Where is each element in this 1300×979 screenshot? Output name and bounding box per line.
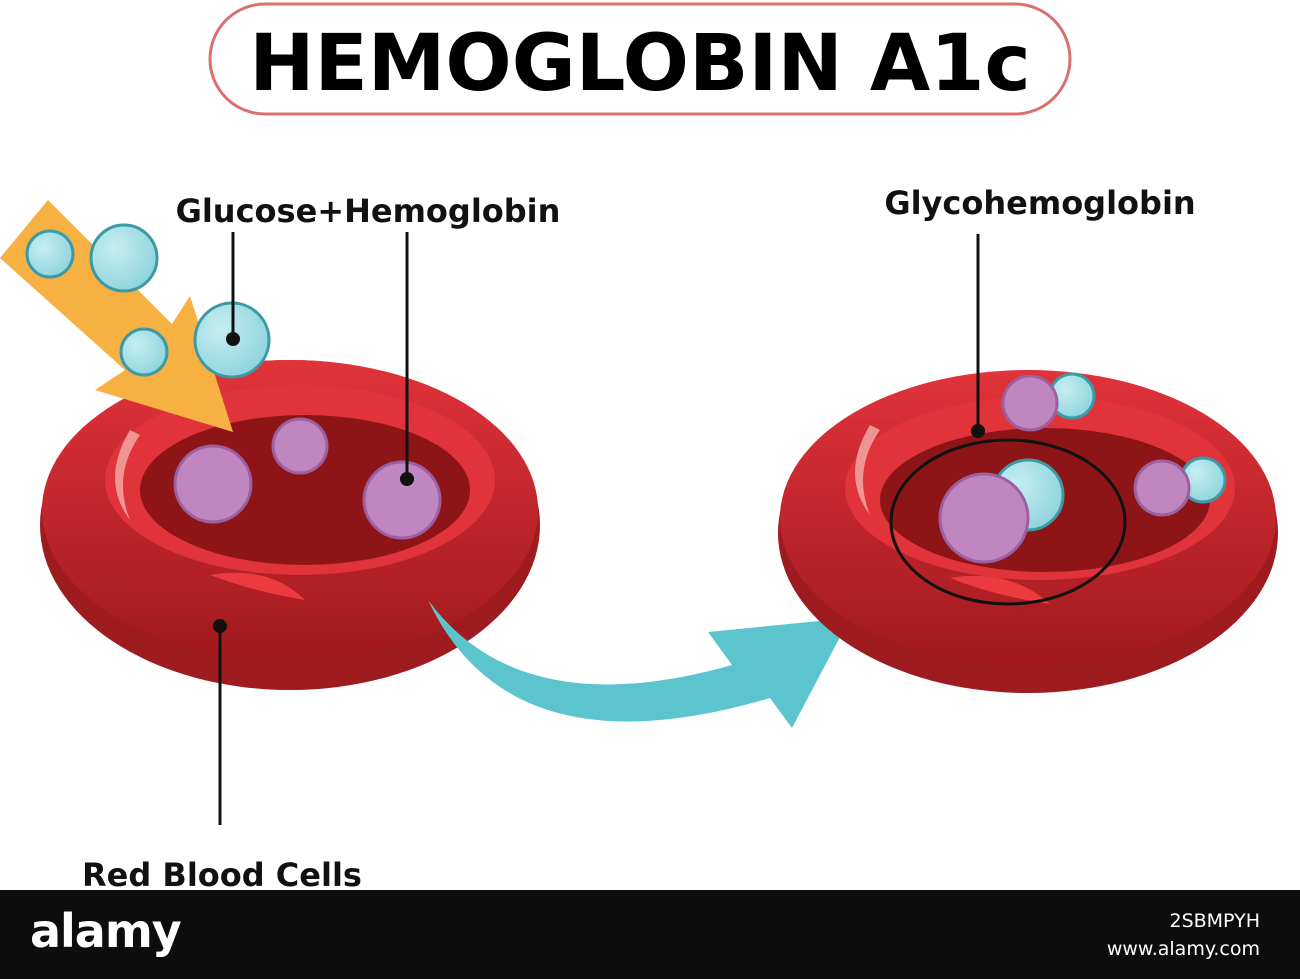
red-blood-cells-label: Red Blood Cells	[82, 856, 362, 890]
hemoglobin-molecule	[362, 460, 442, 540]
glucose-molecule	[25, 229, 75, 279]
left-cell-shine	[115, 430, 140, 520]
leader-dot	[400, 472, 414, 486]
teal-curved-arrow-icon	[428, 600, 850, 728]
glucose-molecule	[89, 223, 159, 293]
right-cell-inner-shine	[950, 575, 1050, 604]
left-red-blood-cell	[40, 360, 540, 690]
image-id: 2SBMPYH	[1169, 910, 1260, 932]
glycohemoglobin-callout: Glycohemoglobin	[884, 184, 1196, 438]
site-url: www.alamy.com	[1106, 938, 1260, 960]
hemoglobin-molecule	[1001, 374, 1059, 432]
brand-logo: alamy	[30, 904, 182, 958]
hemoglobin-molecule	[1133, 459, 1191, 517]
leader-dot	[971, 424, 985, 438]
right-cell-shine	[855, 425, 880, 515]
glucose-molecule	[119, 327, 169, 377]
left-cell-inner-shine	[210, 572, 305, 600]
title-border	[208, 2, 1072, 116]
page-title: HEMOGLOBIN A1c	[249, 19, 1031, 109]
glycohemoglobin-highlight-ring	[889, 438, 1127, 606]
glucose-hemoglobin-label: Glucose+Hemoglobin	[176, 192, 561, 230]
hemoglobin-molecule	[271, 417, 329, 475]
glucose-hemoglobin-callout: Glucose+Hemoglobin	[176, 192, 561, 486]
title-box: HEMOGLOBIN A1c	[208, 2, 1072, 116]
hemoglobin-molecule	[938, 472, 1030, 564]
red-blood-cells-callout: Red Blood Cells	[82, 619, 362, 890]
watermark-footer: alamy 2SBMPYH www.alamy.com	[0, 890, 1300, 979]
right-red-blood-cell	[778, 370, 1278, 693]
hemoglobin-molecule	[173, 444, 253, 524]
glycohemoglobin-label: Glycohemoglobin	[884, 184, 1195, 222]
hemoglobin-a1c-diagram: HEMOGLOBIN A1c	[0, 2, 1278, 890]
leader-dot	[226, 332, 240, 346]
